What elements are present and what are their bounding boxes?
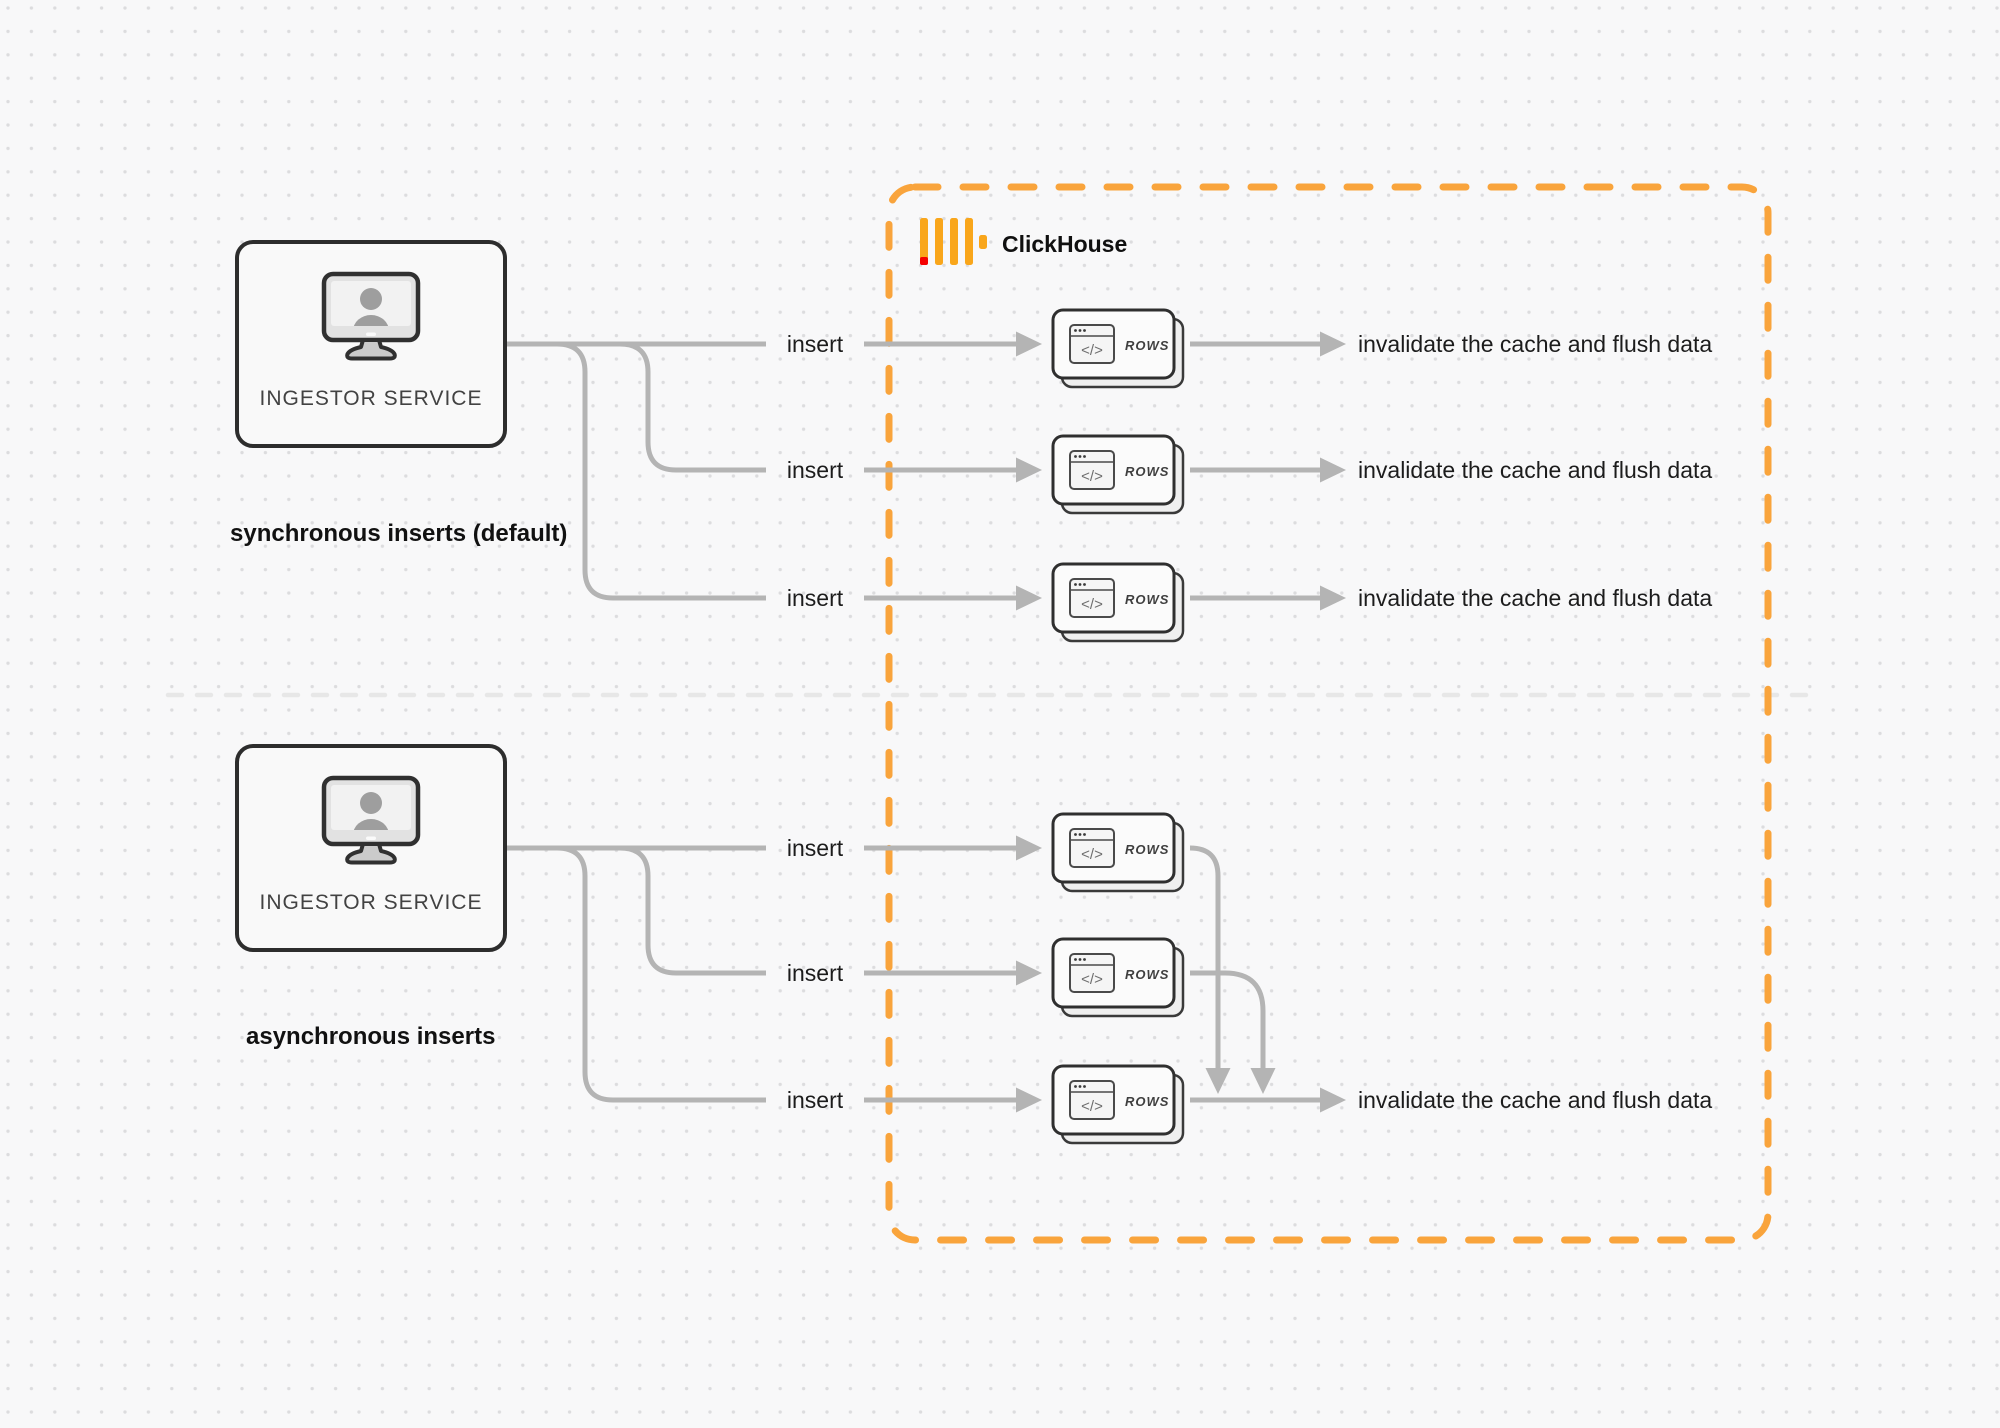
arrow-head-down (1250, 1068, 1276, 1094)
invalidate-label: invalidate the cache and flush data (1358, 457, 1712, 483)
arrow-head (1320, 1087, 1346, 1113)
clickhouse-brand-label: ClickHouse (1002, 231, 1127, 257)
rows-table-icon (1051, 1064, 1185, 1145)
ingestor-service-box-sync: INGESTOR SERVICE (235, 240, 507, 448)
sync-section-title: synchronous inserts (default) (230, 520, 567, 547)
insert-label: insert (787, 1087, 844, 1113)
async-row3-branch (505, 845, 766, 1103)
sync-connectors (505, 331, 1346, 611)
service-label: INGESTOR SERVICE (260, 387, 483, 410)
insert-label: insert (787, 457, 844, 483)
invalidate-label: invalidate the cache and flush data (1358, 331, 1712, 357)
async-merge-line-1 (1189, 845, 1221, 1068)
async-connectors (505, 835, 1346, 1113)
insert-label: insert (787, 960, 844, 986)
insert-label: insert (787, 331, 844, 357)
sync-row3-branch (505, 341, 766, 601)
arrow-head (1016, 457, 1042, 483)
arrow-head (1016, 960, 1042, 986)
arrow-head (1320, 585, 1346, 611)
rows-table-icon (1051, 812, 1185, 893)
insert-label: insert (787, 835, 844, 861)
rows-table-icon (1051, 308, 1185, 389)
arrow-head-down (1205, 1068, 1231, 1094)
clickhouse-boundary (885, 183, 1772, 1244)
invalidate-label: invalidate the cache and flush data (1358, 585, 1712, 611)
arrow-head (1016, 835, 1042, 861)
arrow-head (1320, 457, 1346, 483)
insert-label: insert (787, 585, 844, 611)
async-merge-line-2 (1190, 970, 1266, 1068)
async-row2-branch (505, 845, 766, 976)
rows-table-icon (1051, 937, 1185, 1018)
async-section-title: asynchronous inserts (246, 1023, 495, 1050)
clickhouse-logo-icon (920, 218, 987, 265)
invalidate-label: invalidate the cache and flush data (1358, 1087, 1712, 1113)
sync-row2-branch (505, 341, 766, 473)
ingestor-service-box-async: INGESTOR SERVICE (235, 744, 507, 952)
arrow-head (1320, 331, 1346, 357)
arrow-head (1016, 585, 1042, 611)
service-label: INGESTOR SERVICE (260, 891, 483, 914)
arrow-head (1016, 1087, 1042, 1113)
rows-table-icon (1051, 562, 1185, 643)
arrow-head (1016, 331, 1042, 357)
rows-table-icon (1051, 434, 1185, 515)
